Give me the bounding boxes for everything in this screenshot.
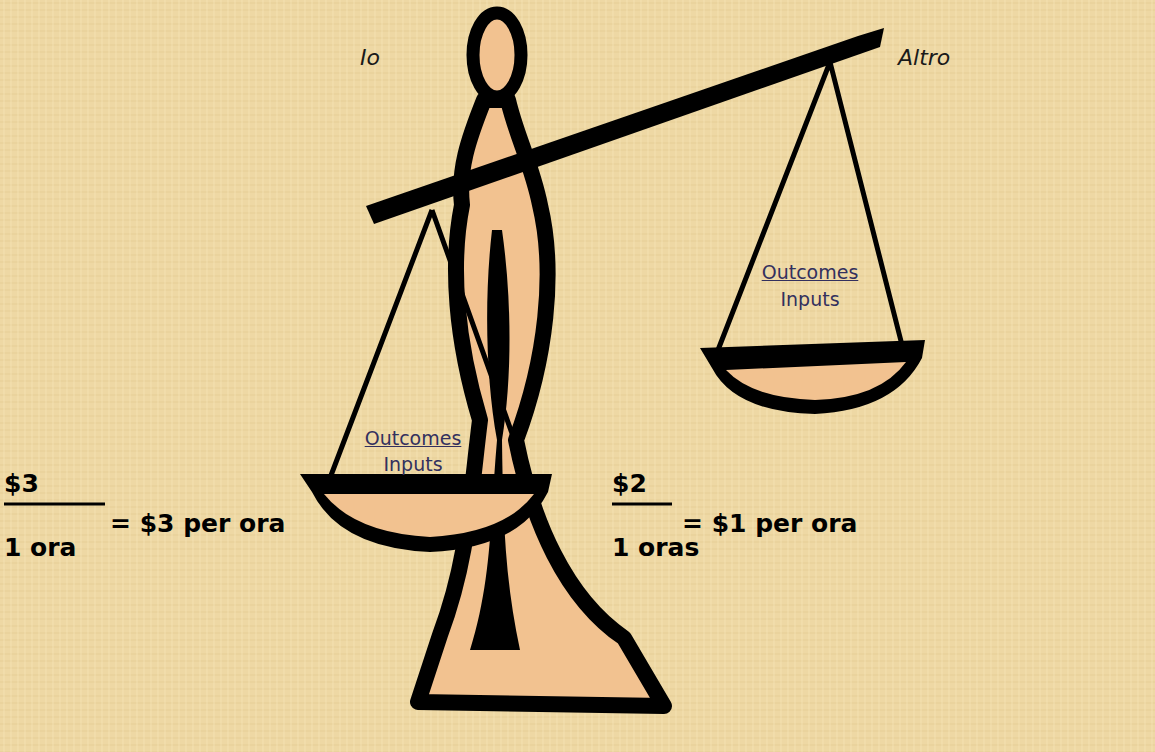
left-strings	[330, 210, 528, 478]
fraction-bar	[4, 503, 105, 506]
right-pan	[700, 340, 925, 414]
right-strings	[718, 62, 902, 350]
pay-amount: $2	[612, 470, 647, 499]
fraction-bar	[612, 503, 672, 506]
ratio-numerator: Outcomes	[762, 262, 859, 284]
rate-result: = $1 per ora	[682, 510, 857, 539]
pay-amount: $3	[4, 470, 39, 499]
right-pan-inner	[726, 362, 906, 400]
time-amount: 1 ora	[4, 534, 76, 563]
ratio-denominator: Inputs	[780, 289, 839, 311]
ratio-numerator: Outcomes	[365, 428, 462, 450]
person-label: Altro	[898, 45, 950, 70]
scale-head	[473, 13, 521, 97]
rate-result: = $3 per ora	[110, 510, 285, 539]
person-label: Io	[360, 45, 380, 70]
left-pan	[300, 474, 552, 552]
ratio-denominator: Inputs	[383, 454, 442, 476]
left-pan-inner	[324, 494, 534, 537]
time-amount: 1 oras	[612, 534, 699, 563]
